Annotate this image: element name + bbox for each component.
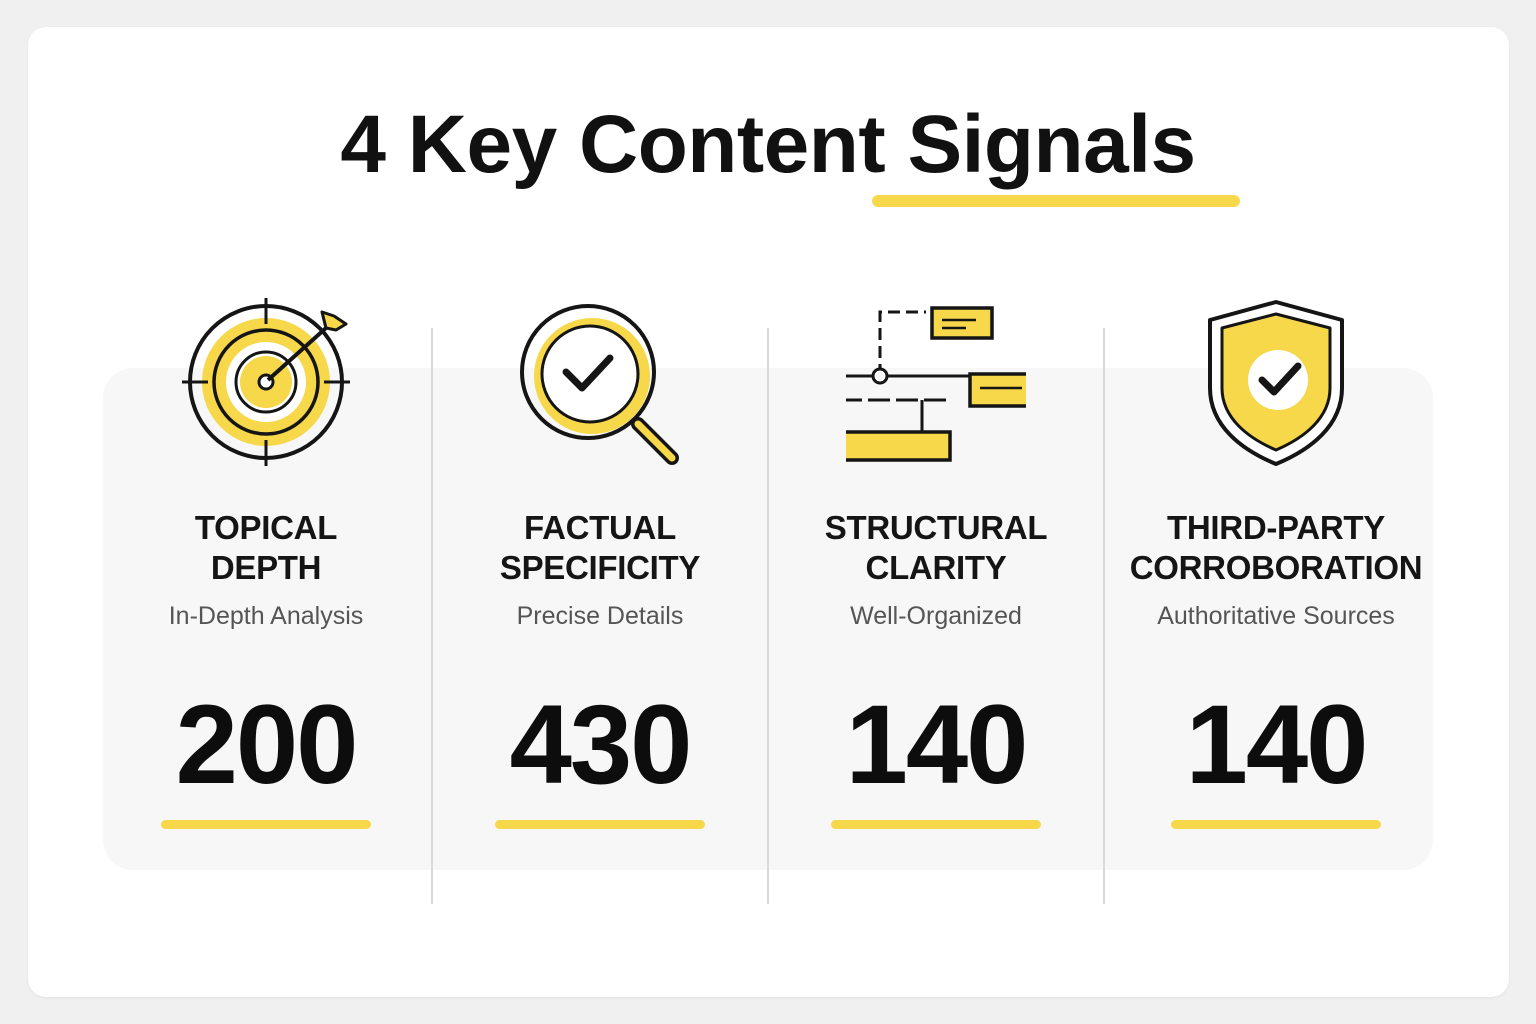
signal-subtitle: Authoritative Sources: [1157, 602, 1395, 630]
signal-label: STRUCTURAL CLARITY: [824, 509, 1048, 586]
page-title: 4 Key Content Signals: [340, 99, 1196, 190]
signal-label: TOPICAL DEPTH: [194, 509, 338, 586]
value-underline: [161, 820, 371, 829]
signal-factual-specificity: FACTUAL SPECIFICITY Precise Details 430: [432, 290, 768, 850]
target-arrow-icon: [176, 290, 356, 475]
column-divider: [767, 328, 769, 904]
signal-value: 140: [1185, 682, 1369, 807]
column-divider: [431, 328, 433, 904]
value-underline: [831, 820, 1041, 829]
signal-subtitle: Precise Details: [516, 602, 684, 630]
title-underline: [872, 195, 1240, 207]
value-underline: [1171, 820, 1381, 829]
signal-label: FACTUAL SPECIFICITY: [499, 509, 701, 586]
signal-subtitle: Well-Organized: [850, 602, 1022, 630]
signal-structural-clarity: STRUCTURAL CLARITY Well-Organized 140: [768, 290, 1104, 850]
signal-value: 140: [845, 682, 1029, 807]
column-divider: [1103, 328, 1105, 904]
signal-third-party-corroboration: THIRD-PARTY CORROBORATION Authoritative …: [1108, 290, 1444, 850]
magnifier-check-icon: [510, 290, 690, 475]
value-underline: [495, 820, 705, 829]
signal-label: THIRD-PARTY CORROBORATION: [1129, 509, 1423, 586]
signal-value: 200: [175, 682, 359, 807]
flowchart-icon: [838, 290, 1036, 475]
signal-topical-depth: TOPICAL DEPTH In-Depth Analysis 200: [98, 290, 434, 850]
shield-check-icon: [1186, 290, 1366, 475]
signal-value: 430: [509, 682, 693, 807]
signal-subtitle: In-Depth Analysis: [168, 602, 364, 630]
